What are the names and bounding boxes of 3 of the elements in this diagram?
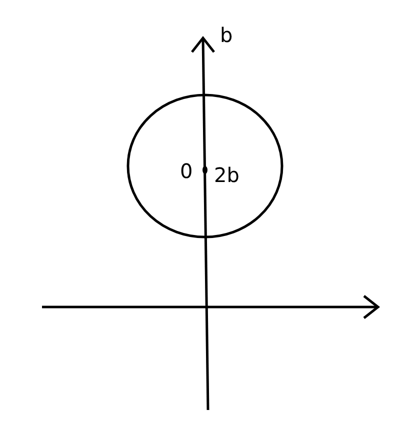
- axis-label: 2b: [214, 164, 240, 186]
- axis-label: 0: [180, 160, 193, 182]
- axis-label: b: [220, 24, 233, 46]
